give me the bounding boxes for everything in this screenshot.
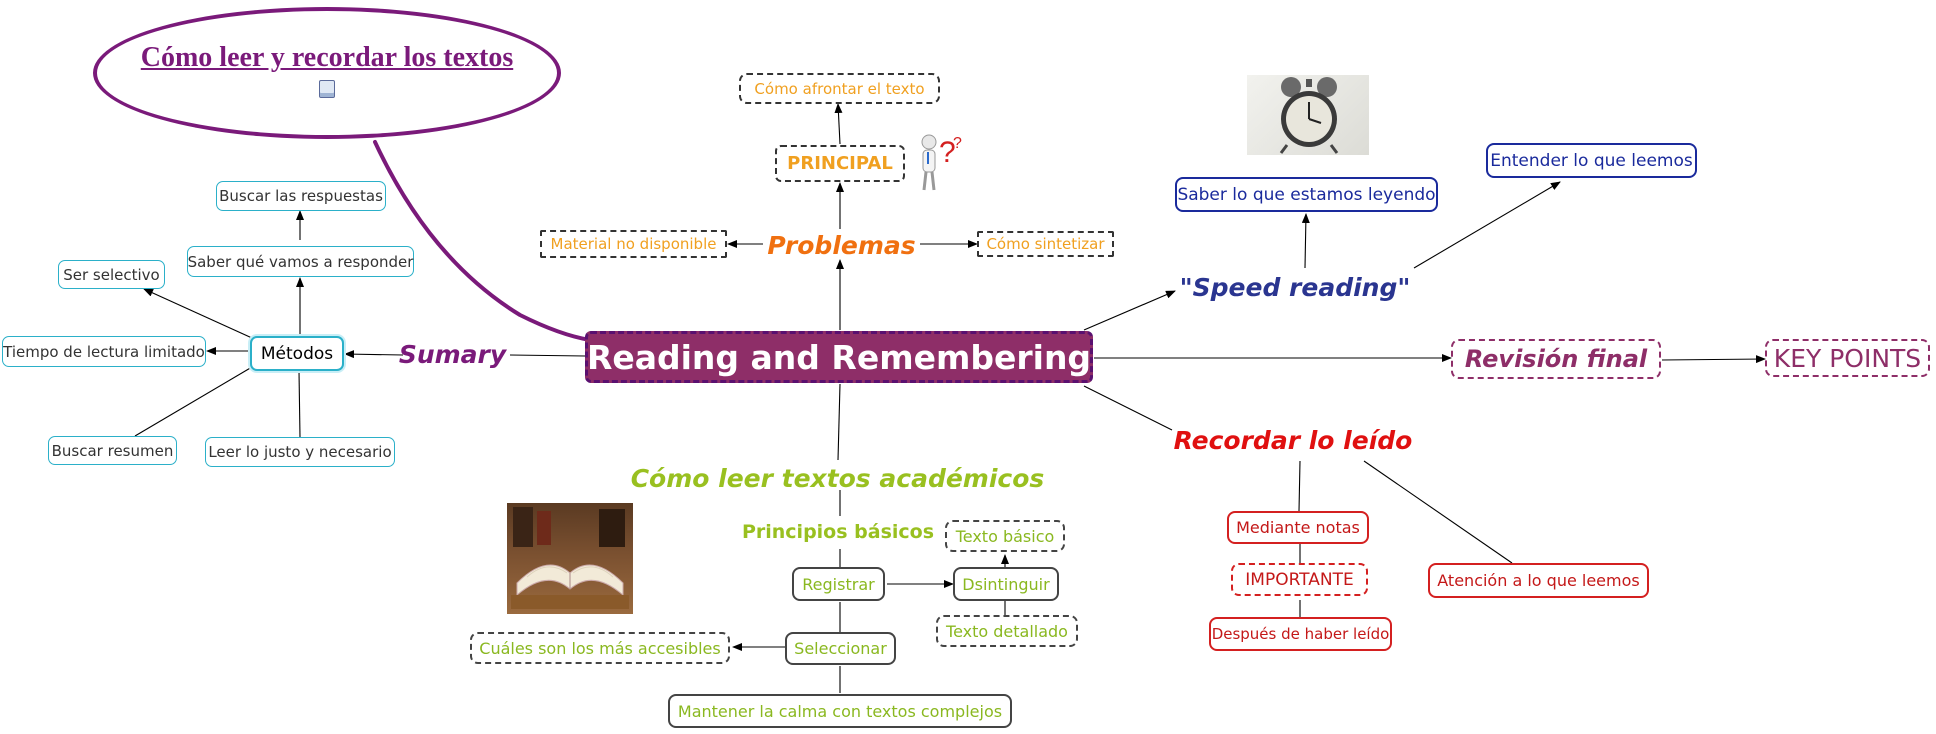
tiempo-lectura-label: Tiempo de lectura limitado — [3, 342, 205, 361]
main-topic[interactable]: Reading and Remembering — [585, 331, 1093, 383]
ser-selectivo-label: Ser selectivo — [63, 265, 160, 284]
callout-ellipse[interactable]: Cómo leer y recordar los textos — [93, 7, 561, 139]
seleccionar-label: Seleccionar — [794, 639, 887, 658]
texto-detallado-label: Texto detallado — [946, 621, 1068, 641]
buscar-resumen-label: Buscar resumen — [51, 441, 174, 460]
main-topic-label: Reading and Remembering — [586, 337, 1092, 377]
tiempo-lectura-node[interactable]: Tiempo de lectura limitado — [2, 336, 206, 367]
importante-node[interactable]: IMPORTANTE — [1231, 563, 1368, 596]
sumary-topic[interactable]: Sumary — [395, 334, 510, 374]
calma-node[interactable]: Mantener la calma con textos complejos — [668, 694, 1012, 728]
mediante-notas-label: Mediante notas — [1236, 518, 1360, 537]
principal-node[interactable]: PRINCIPAL — [775, 145, 905, 182]
problemas-label: Problemas — [767, 230, 916, 260]
metodos-node[interactable]: Métodos — [250, 336, 344, 371]
buscar-resumen-node[interactable]: Buscar resumen — [48, 436, 177, 465]
despues-node[interactable]: Después de haber leído — [1209, 617, 1392, 651]
academicos-topic[interactable]: Cómo leer textos académicos — [625, 459, 1050, 497]
sintetizar-node[interactable]: Cómo sintetizar — [977, 231, 1114, 257]
texto-basico-node[interactable]: Texto básico — [945, 520, 1065, 552]
entender-label: Entender lo que leemos — [1490, 150, 1693, 171]
importante-label: IMPORTANTE — [1245, 569, 1354, 590]
distinguir-node[interactable]: Dsintinguir — [953, 567, 1059, 601]
recordar-topic[interactable]: Recordar lo leído — [1172, 421, 1414, 459]
calma-label: Mantener la calma con textos complejos — [677, 701, 1003, 721]
sintetizar-label: Cómo sintetizar — [986, 235, 1105, 253]
recordar-label: Recordar lo leído — [1173, 425, 1413, 455]
note-icon[interactable] — [319, 80, 335, 98]
saber-responder-label: Saber qué vamos a responder — [187, 252, 414, 271]
academicos-label: Cómo leer textos académicos — [630, 463, 1045, 493]
saber-responder-node[interactable]: Saber qué vamos a responder — [187, 246, 414, 277]
principios-label: Principios básicos — [741, 521, 935, 543]
entender-node[interactable]: Entender lo que leemos — [1486, 143, 1697, 178]
ser-selectivo-node[interactable]: Ser selectivo — [58, 260, 165, 289]
callout-title: Cómo leer y recordar los textos — [140, 42, 514, 73]
leer-justo-node[interactable]: Leer lo justo y necesario — [205, 437, 395, 467]
revision-final-topic[interactable]: Revisión final — [1451, 339, 1661, 379]
texto-detallado-node[interactable]: Texto detallado — [936, 615, 1078, 647]
key-points-node[interactable]: KEY POINTS — [1765, 339, 1930, 377]
svg-text:?: ? — [939, 136, 956, 169]
accesibles-node[interactable]: Cuáles son los más accesibles — [470, 632, 730, 664]
afrontar-label: Cómo afrontar el texto — [754, 79, 925, 98]
atencion-node[interactable]: Atención a lo que leemos — [1428, 563, 1649, 598]
metodos-label: Métodos — [260, 343, 334, 364]
buscar-respuestas-node[interactable]: Buscar las respuestas — [216, 181, 386, 211]
leer-justo-label: Leer lo justo y necesario — [208, 443, 392, 461]
svg-text:?: ? — [953, 135, 962, 152]
thinking-person-icon: ? ? — [921, 134, 962, 191]
afrontar-node[interactable]: Cómo afrontar el texto — [739, 73, 940, 104]
accesibles-label: Cuáles son los más accesibles — [479, 638, 721, 658]
texto-basico-label: Texto básico — [955, 526, 1055, 546]
registrar-node[interactable]: Registrar — [792, 567, 885, 601]
seleccionar-node[interactable]: Seleccionar — [785, 632, 896, 665]
key-points-label: KEY POINTS — [1773, 343, 1922, 373]
alarm-clock-image — [1247, 75, 1369, 155]
mediante-notas-node[interactable]: Mediante notas — [1227, 511, 1369, 544]
atencion-label: Atención a lo que leemos — [1437, 571, 1640, 590]
buscar-respuestas-label: Buscar las respuestas — [219, 187, 383, 205]
sumary-label: Sumary — [398, 339, 507, 369]
speed-reading-label: "Speed reading" — [1179, 272, 1411, 302]
despues-label: Después de haber leído — [1211, 625, 1390, 643]
open-book-image — [507, 503, 633, 614]
material-label: Material no disponible — [550, 235, 717, 253]
problemas-topic[interactable]: Problemas — [763, 226, 920, 264]
distinguir-label: Dsintinguir — [962, 574, 1050, 594]
saber-leyendo-node[interactable]: Saber lo que estamos leyendo — [1175, 177, 1438, 212]
saber-leyendo-label: Saber lo que estamos leyendo — [1177, 184, 1436, 205]
speed-reading-topic[interactable]: "Speed reading" — [1175, 268, 1415, 306]
principios-node[interactable]: Principios básicos — [738, 516, 938, 548]
material-node[interactable]: Material no disponible — [540, 230, 727, 258]
principal-label: PRINCIPAL — [787, 153, 893, 174]
registrar-label: Registrar — [802, 574, 875, 594]
revision-final-label: Revisión final — [1464, 345, 1648, 373]
